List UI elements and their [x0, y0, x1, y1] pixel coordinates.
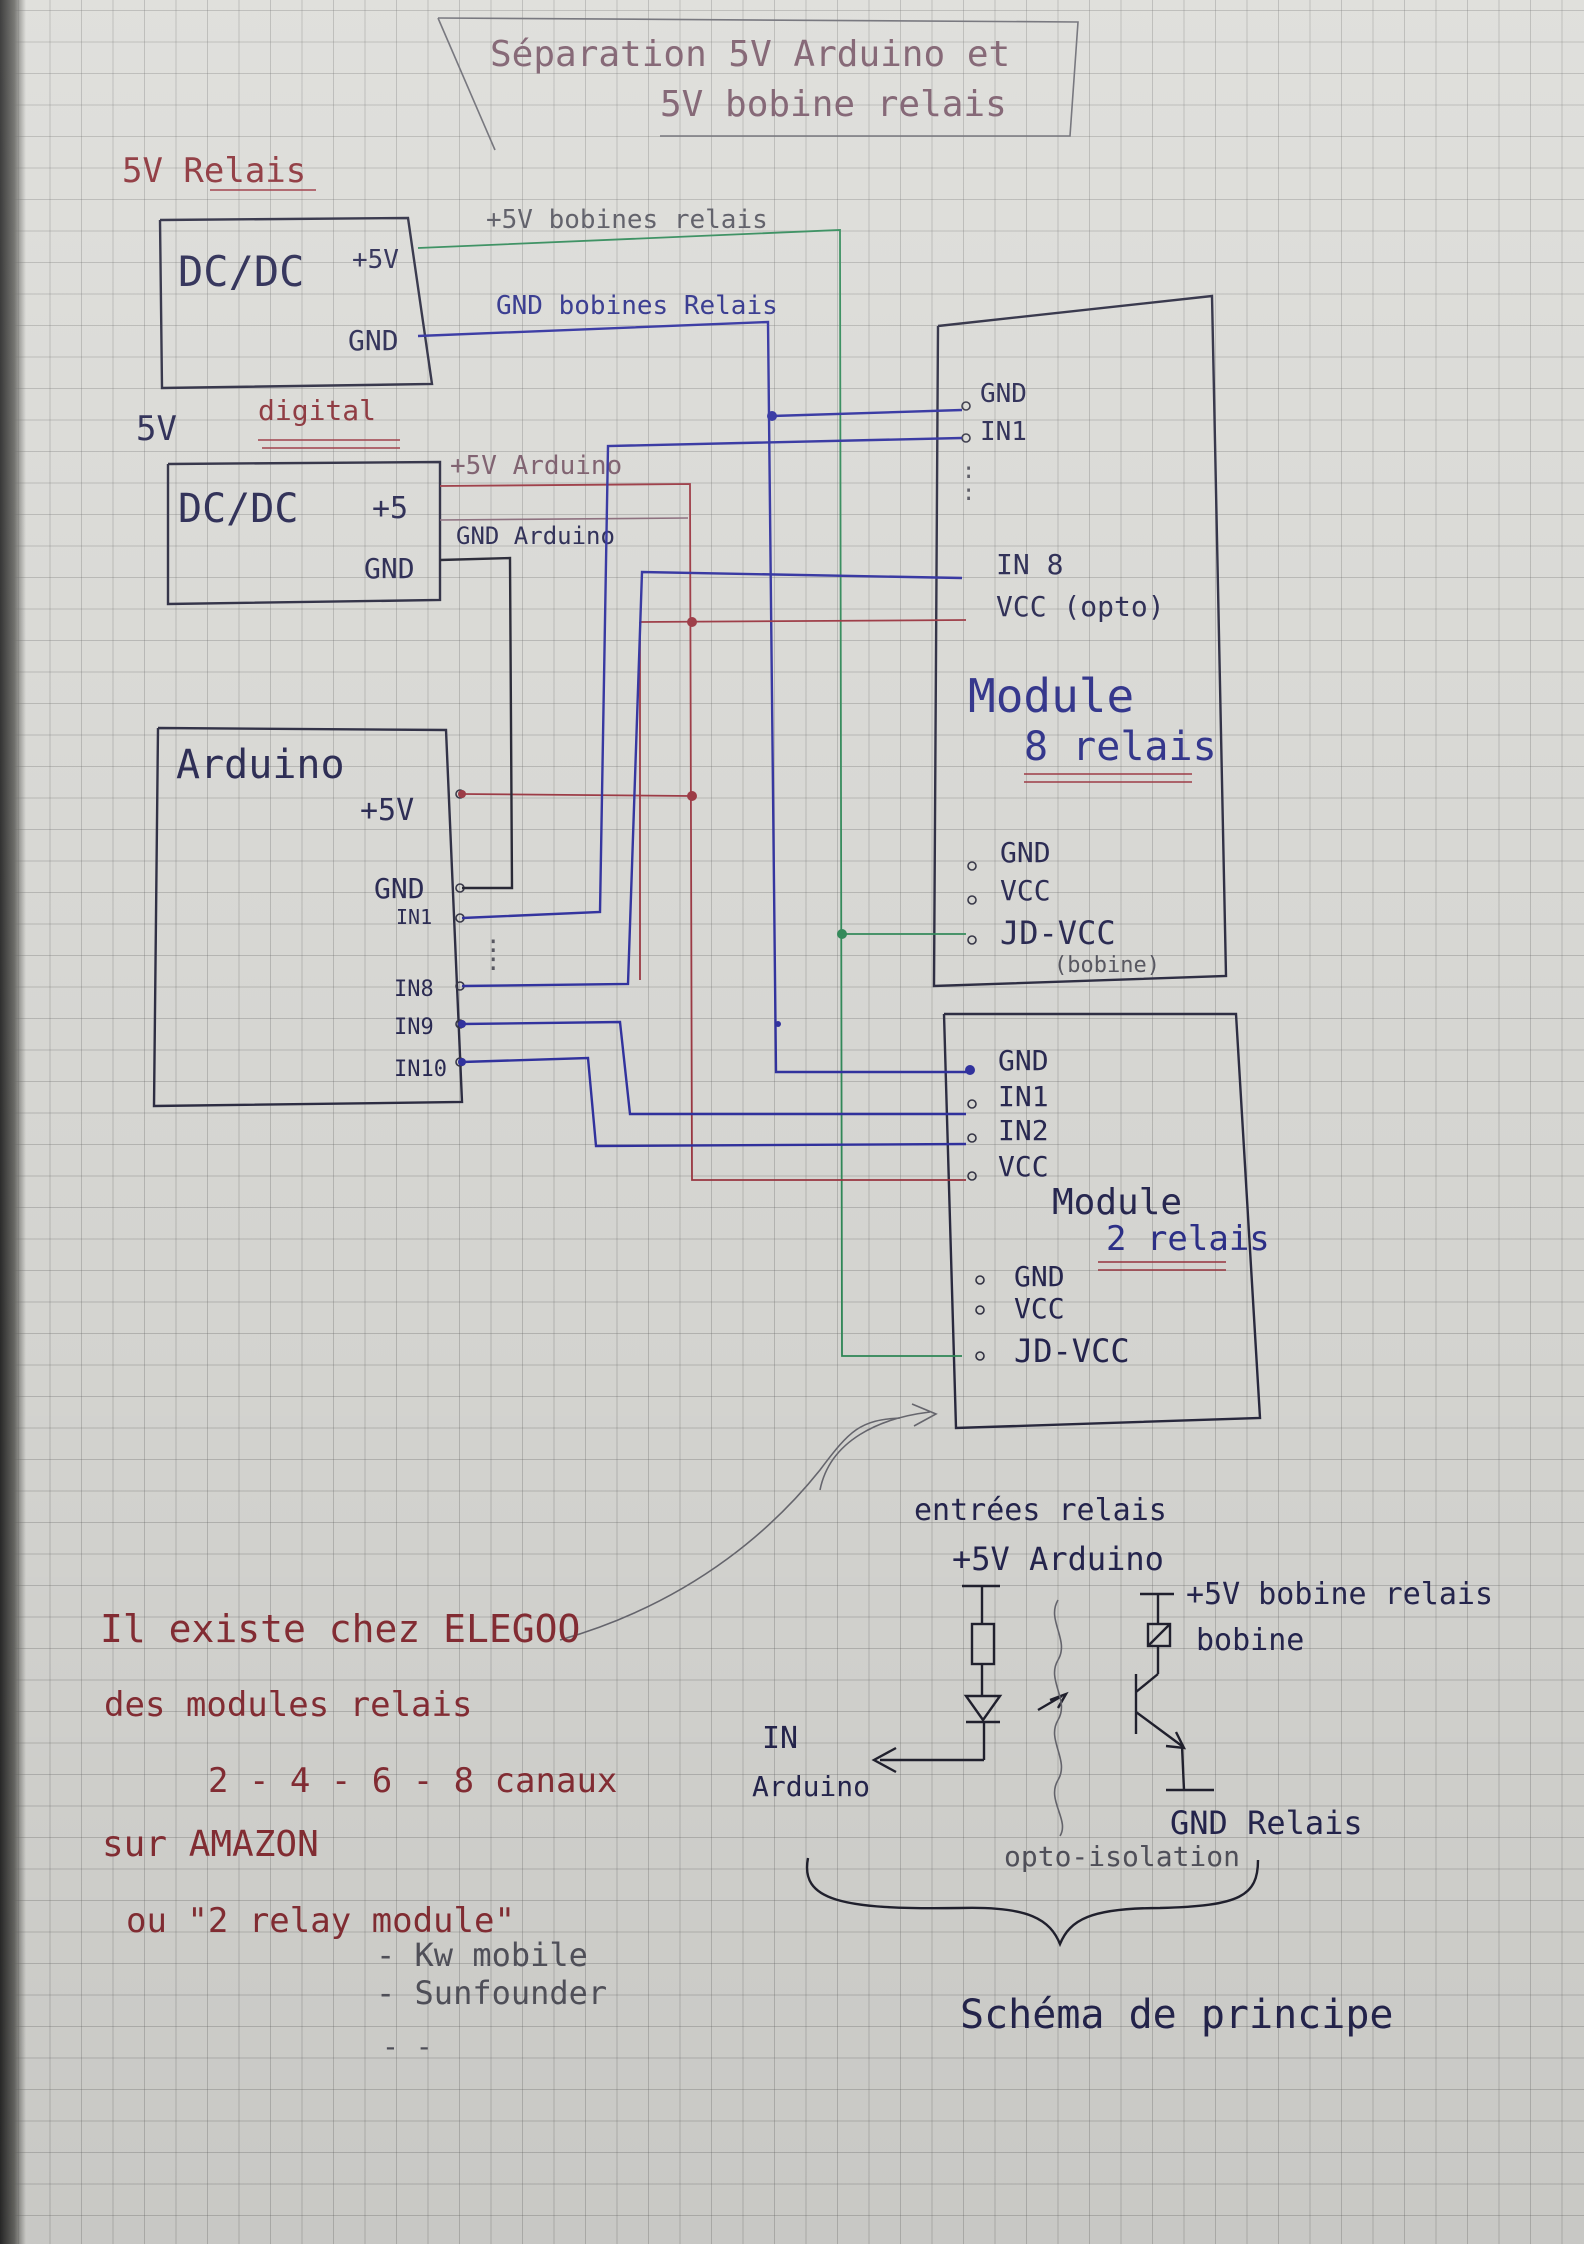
note-brand-2: - Sunfounder	[376, 1974, 607, 2012]
relay-supply-label: DC/DC	[178, 247, 304, 296]
schematic-opto-label: opto-isolation	[1004, 1840, 1240, 1873]
module2-title-line-2: 2 relais	[1106, 1219, 1270, 1259]
digital-supply-heading-5v: 5V	[136, 409, 177, 449]
arduino-pin-dots: :	[486, 930, 500, 958]
arduino-label: Arduino	[176, 742, 345, 788]
title-line-2: 5V bobine relais	[660, 84, 1007, 125]
title-line-1: Séparation 5V Arduino et	[490, 34, 1010, 75]
relay-module-8: GND IN1 : : IN 8 VCC (opto) Module 8 rel…	[932, 294, 1228, 988]
wire-label-gnd-arduino: GND Arduino	[456, 522, 615, 550]
module2-pin-vcc: VCC	[998, 1150, 1049, 1183]
arduino-pin-in1: IN1	[396, 905, 432, 929]
wire-gnd-coils	[417, 320, 966, 1074]
note-brand-1: - Kw mobile	[376, 1936, 588, 1974]
wire-in9-m2	[461, 1020, 966, 1116]
module8-pin-vcc-2: VCC	[1000, 874, 1051, 907]
digital-supply-label: DC/DC	[178, 486, 298, 532]
digital-supply-heading-word: digital	[258, 394, 376, 427]
dcdc-digital-supply: 5V digital DC/DC +5 GND	[136, 394, 442, 606]
note-line-1: Il existe chez ELEGOO	[100, 1607, 580, 1651]
wire-plus5v-arduino	[439, 483, 966, 1181]
wire-in10-m2	[461, 1056, 967, 1148]
note-line-3: 2 - 4 - 6 - 8 canaux	[208, 1761, 617, 1801]
notebook-binding-edge	[0, 0, 26, 2244]
module2-title-line-1: Module	[1052, 1182, 1182, 1223]
module8-title-line-2: 8 relais	[1024, 724, 1217, 770]
module8-pin-dots-2: :	[962, 481, 975, 506]
arduino-pin-in9: IN9	[394, 1015, 434, 1040]
arduino-pin-5v: +5V	[360, 793, 414, 828]
schematic-coil: bobine	[1196, 1623, 1304, 1658]
schematic-inputs-label: entrées relais	[914, 1493, 1167, 1528]
arduino-pin-gnd: GND	[374, 872, 425, 905]
relay-supply-pin-plus: +5V	[352, 245, 399, 275]
title-block: Séparation 5V Arduino et 5V bobine relai…	[437, 17, 1079, 151]
module8-pin-jdvcc: JD-VCC	[1000, 914, 1116, 952]
arduino-pin-dots-2: :	[486, 948, 500, 976]
wires: +5V bobines relais GND bobines Relais +5…	[417, 205, 967, 1357]
wire-plus5v-coils	[417, 229, 962, 1357]
module8-pin-in1: IN1	[980, 417, 1027, 447]
note-arrow	[559, 1417, 901, 1641]
module2-pin-jdvcc: JD-VCC	[1014, 1332, 1130, 1370]
module8-pin-gnd: GND	[980, 379, 1027, 409]
schematic-plus-arduino: +5V Arduino	[952, 1540, 1164, 1578]
digital-supply-pin-gnd: GND	[364, 552, 415, 585]
wire-in8-m8	[461, 570, 963, 988]
module8-pin-vcc-opto: VCC (opto)	[996, 590, 1165, 623]
note-brand-3: - -	[382, 2030, 433, 2063]
notes: Il existe chez ELEGOO des modules relais…	[100, 1607, 617, 2063]
arduino-board: Arduino +5V GND IN1 IN8 IN9 IN10 : :	[152, 726, 500, 1108]
wire-label-plus5v-arduino: +5V Arduino	[450, 451, 622, 481]
note-line-5: ou "2 relay module"	[126, 1901, 515, 1941]
schematic-gnd-label: GND Relais	[1170, 1804, 1363, 1842]
module2-pin-gnd-2: GND	[1014, 1260, 1065, 1293]
wire-in1-m8	[461, 436, 963, 920]
note-line-2: des modules relais	[104, 1685, 472, 1725]
arduino-pin-in8: IN8	[394, 977, 434, 1002]
schematic-plus-coil: +5V bobine relais	[1186, 1577, 1493, 1612]
module2-pin-in1: IN1	[998, 1080, 1049, 1113]
relay-supply-heading: 5V Relais	[122, 151, 306, 191]
wire-gnd-arduino	[439, 556, 514, 890]
relay-supply-pin-gnd: GND	[348, 324, 399, 357]
wire-label-gnd-coils: GND bobines Relais	[496, 291, 778, 321]
module8-pin-note: (bobine)	[1054, 953, 1160, 978]
module2-pin-vcc-2: VCC	[1014, 1292, 1065, 1325]
wire-label-plus5v-coils: +5V bobines relais	[486, 205, 768, 235]
module8-pin-in8: IN 8	[996, 548, 1063, 581]
module2-pin-gnd: GND	[998, 1044, 1049, 1077]
opto-schematic: entrées relais +5V Arduino +5V bobine re…	[752, 1493, 1493, 2038]
module8-pin-dots: :	[962, 459, 975, 484]
note-line-4: sur AMAZON	[102, 1824, 319, 1865]
dcdc-relay-supply: 5V Relais DC/DC +5V GND	[122, 151, 434, 390]
module8-title-line-1: Module	[968, 669, 1134, 723]
schematic-in-label-1: IN	[762, 1721, 798, 1756]
module2-pin-in2: IN2	[998, 1114, 1049, 1147]
schematic-caption: Schéma de principe	[960, 1992, 1393, 2038]
schematic-in-label-2: Arduino	[752, 1770, 870, 1803]
digital-supply-pin-plus: +5	[372, 491, 408, 526]
arduino-pin-in10: IN10	[394, 1057, 447, 1082]
module8-pin-gnd-2: GND	[1000, 836, 1051, 869]
relay-module-2: GND IN1 IN2 VCC Module 2 relais GND VCC …	[942, 1012, 1270, 1430]
